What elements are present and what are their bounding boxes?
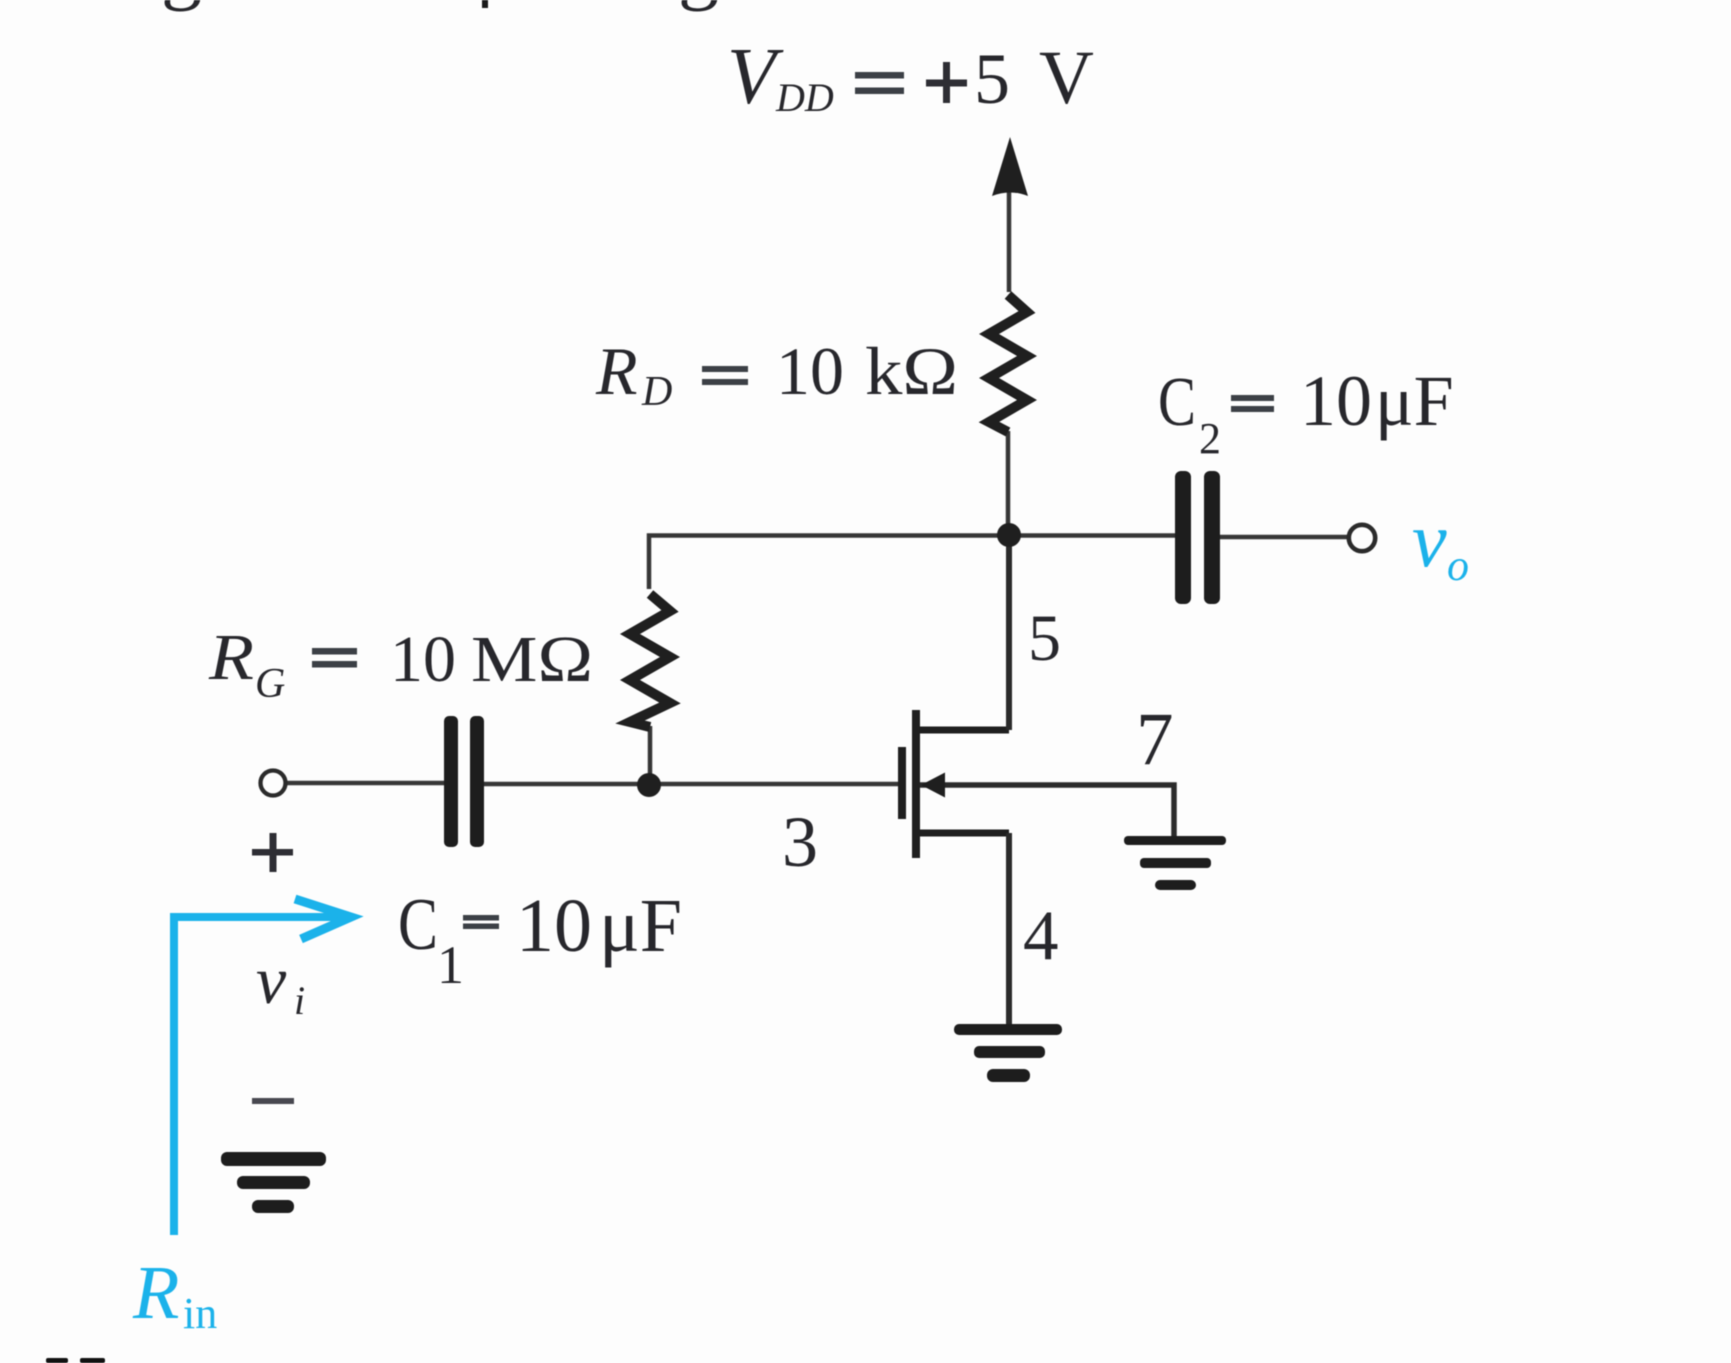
svg-text:10: 10: [776, 333, 844, 409]
svg-text:in: in: [183, 1289, 217, 1338]
svg-text:kΩ: kΩ: [865, 333, 958, 409]
svg-text:R: R: [208, 621, 254, 694]
svg-text:C: C: [398, 884, 438, 966]
svg-text:R: R: [132, 1251, 179, 1335]
svg-text:g: g: [678, 0, 719, 12]
svg-text:10: 10: [390, 623, 456, 696]
svg-text:R: R: [595, 333, 638, 409]
svg-text:C: C: [1158, 364, 1196, 441]
svg-text:1: 1: [437, 935, 464, 995]
svg-text:3: 3: [782, 802, 818, 882]
svg-text:MΩ: MΩ: [471, 623, 593, 696]
svg-text:V: V: [1039, 36, 1094, 120]
svg-text:g: g: [161, 0, 202, 12]
svg-text:v: v: [1412, 496, 1447, 583]
svg-text:μF: μF: [599, 884, 682, 968]
svg-text:5: 5: [974, 39, 1010, 119]
svg-text:o: o: [1447, 541, 1469, 590]
svg-text:v: v: [256, 942, 287, 1018]
svg-text:10: 10: [516, 884, 592, 968]
svg-text:i: i: [294, 978, 305, 1023]
svg-text:V: V: [727, 33, 784, 121]
svg-text:5: 5: [1028, 602, 1061, 675]
svg-text:2: 2: [1199, 414, 1221, 463]
svg-text:D: D: [641, 369, 672, 415]
svg-text:G: G: [255, 661, 285, 707]
svg-text:10: 10: [1300, 361, 1372, 441]
svg-text:4: 4: [1023, 897, 1059, 975]
svg-text:μF: μF: [1375, 361, 1454, 441]
svg-text:7: 7: [1136, 698, 1174, 781]
svg-text:DD: DD: [775, 75, 834, 120]
